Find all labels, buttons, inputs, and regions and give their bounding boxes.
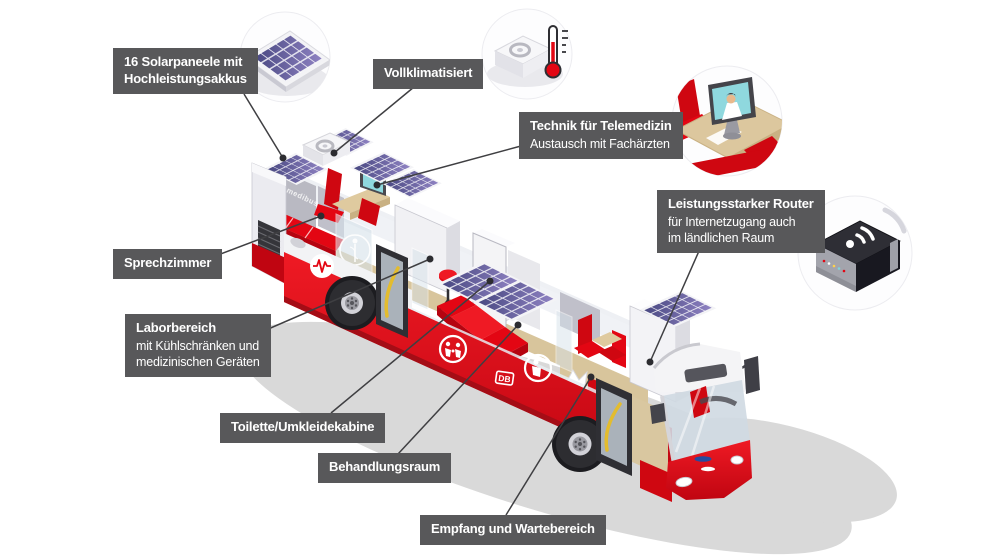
family-logo xyxy=(438,334,468,364)
front-door xyxy=(596,378,632,476)
bus-front xyxy=(650,342,760,500)
leader-dots xyxy=(279,149,654,381)
callout-climate-title: Vollklimatisiert xyxy=(384,65,473,80)
callout-climate: Vollklimatisiert xyxy=(373,59,484,89)
callout-router: Leistungsstarker Router für Internetzuga… xyxy=(657,190,825,253)
db-logo: DB xyxy=(494,370,515,386)
wheels xyxy=(325,276,608,472)
callout-reception-title: Empfang und Wartebereich xyxy=(431,521,595,536)
patient-logo xyxy=(523,353,553,383)
callout-router-title: Leistungsstarker Router xyxy=(668,196,814,211)
middle-door xyxy=(376,244,408,338)
left-mirror-icon xyxy=(650,403,666,424)
rear-wheel xyxy=(325,276,379,330)
heartbeat-logo xyxy=(310,254,334,278)
callout-router-subtitle: für Internetzugang auch im ländlichen Ra… xyxy=(668,214,796,245)
callout-solar-panels: 16 Solarpaneele mit Hochleistungsakkus xyxy=(113,48,258,95)
right-mirror-icon xyxy=(744,356,760,394)
callout-toilet: Toilette/Umkleidekabine xyxy=(220,413,386,443)
callout-telemedicine-title: Technik für Telemedizin xyxy=(530,118,672,133)
callout-lab-title: Laborbereich xyxy=(136,320,216,335)
callout-toilet-title: Toilette/Umkleidekabine xyxy=(231,419,375,434)
svg-text:DB: DB xyxy=(498,373,512,385)
front-wheel xyxy=(552,416,608,472)
callout-reception: Empfang und Wartebereich xyxy=(420,515,606,545)
callout-telemedicine: Technik für Telemedizin Austausch mit Fa… xyxy=(519,112,683,159)
callout-consulting-room-title: Sprechzimmer xyxy=(124,255,212,270)
callout-lab: Laborbereich mit Kühlschränken und mediz… xyxy=(125,314,271,377)
callout-telemedicine-subtitle: Austausch mit Fachärzten xyxy=(530,136,670,151)
callout-treatment-room: Behandlungsraum xyxy=(318,453,452,483)
callout-solar-panels-title: 16 Solarpaneele mit Hochleistungsakkus xyxy=(124,54,247,86)
leader-lines xyxy=(209,86,700,516)
callout-consulting-room: Sprechzimmer xyxy=(113,249,223,279)
callout-treatment-room-title: Behandlungsraum xyxy=(329,459,441,474)
bus-rear-face xyxy=(251,162,287,285)
callout-lab-subtitle: mit Kühlschränken und medizinischen Gerä… xyxy=(136,338,260,369)
